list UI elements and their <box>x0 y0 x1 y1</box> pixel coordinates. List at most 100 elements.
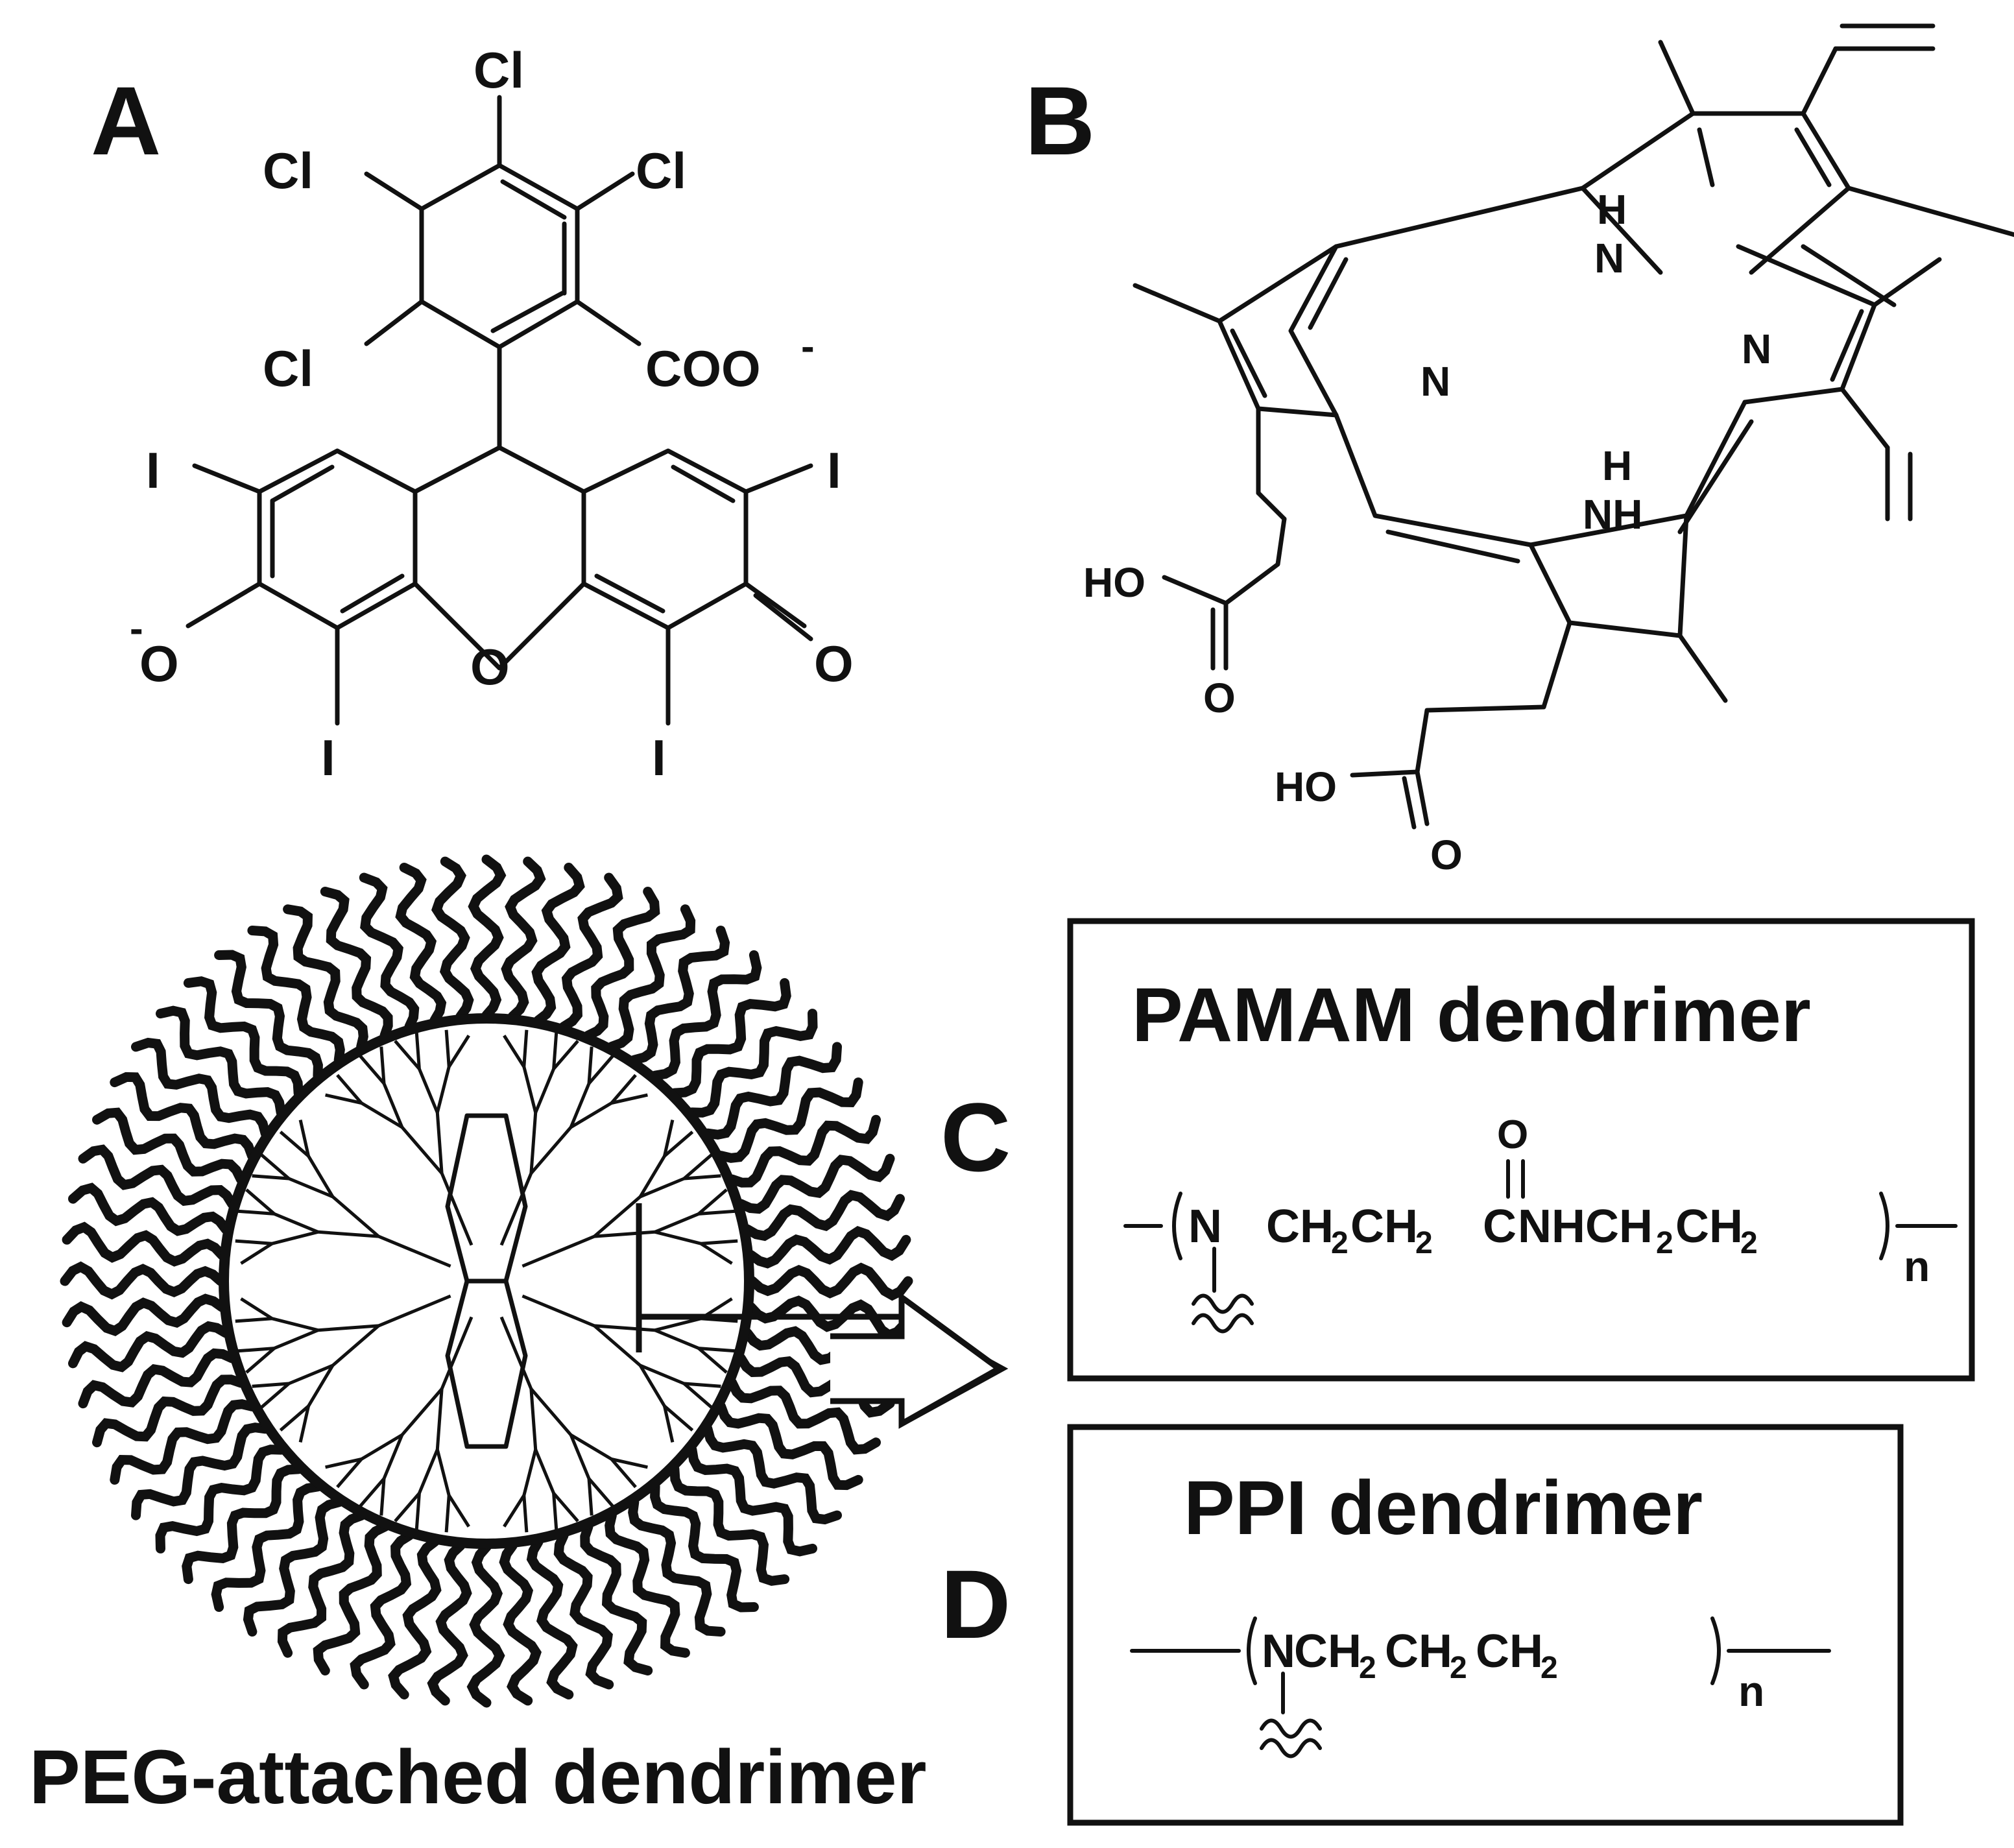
dendrimer-branch <box>358 1054 385 1085</box>
hydroxyl-label: HO <box>1275 763 1337 810</box>
peg-chain <box>92 1374 246 1448</box>
peg-chain <box>214 950 323 1081</box>
dendrimer-branch <box>382 1434 404 1480</box>
dendrimer-branch <box>435 1066 451 1113</box>
peg-chain <box>580 1522 653 1675</box>
peg-chain <box>211 1482 323 1612</box>
subscript-2: 2 <box>1331 1226 1349 1260</box>
dendrimer-branch <box>569 1083 591 1128</box>
dendrimer-branch <box>522 1449 538 1496</box>
dendrimer-branch <box>435 1112 444 1173</box>
dendrimer-branch <box>325 1458 362 1469</box>
subscript-2: 2 <box>1540 1651 1558 1685</box>
subscript-2: 2 <box>1450 1651 1467 1685</box>
peg-chain <box>605 1511 690 1658</box>
dendrimer-branch <box>235 1317 272 1323</box>
pyrrole-h-label: H <box>1602 442 1632 489</box>
dendrimer-branch <box>394 1492 421 1522</box>
chlorine-label: Cl <box>263 340 313 397</box>
dendrimer-branch <box>379 1478 386 1516</box>
peg-chain <box>68 1321 231 1373</box>
peg-chain <box>553 1530 614 1690</box>
pamam-formula-ch2-b: CH <box>1350 1201 1418 1253</box>
peg-chain <box>702 1424 842 1525</box>
peg-chain <box>110 1072 257 1161</box>
dendrimer-branch <box>552 1040 579 1070</box>
dendrimer-branch <box>418 1068 439 1114</box>
peg-chain <box>62 1221 227 1267</box>
dendrimer-branch <box>663 1131 694 1158</box>
peg-chain <box>243 1497 344 1637</box>
peg-chain <box>466 1542 505 1708</box>
subscript-2: 2 <box>1415 1226 1433 1260</box>
dendrimer-branch <box>697 1347 728 1374</box>
dendrimer-branch <box>640 1363 685 1386</box>
dendrimer-branch <box>435 1449 451 1496</box>
dendrimer-branch <box>378 1294 451 1328</box>
dendrimer-branch <box>569 1434 591 1480</box>
peg-chains <box>60 854 913 1708</box>
dendrimer-branch <box>638 1364 666 1408</box>
dendrimer-branch <box>444 1029 451 1067</box>
dendrimer-branch <box>698 1347 736 1353</box>
dendrimer-branch <box>569 1433 613 1461</box>
peg-chain <box>110 1399 257 1485</box>
dendrimer-branch <box>360 1101 403 1129</box>
panel-a: A Cl Cl Cl Cl COO - <box>91 42 854 786</box>
dendrimer-branch <box>552 1493 558 1531</box>
panel-b-atom-labels: H N N N H NH HO O HO O <box>1083 186 1771 878</box>
panel-a-xanthene-labels: I I I I - O O O <box>130 442 854 786</box>
dendrimer-branch <box>697 1188 728 1216</box>
dendrimer-branch <box>521 1294 595 1328</box>
peg-chain <box>736 1153 895 1214</box>
iodine-label: I <box>321 729 335 786</box>
dendrimer-branch <box>448 1035 470 1068</box>
dendrimer-branch <box>529 1389 538 1450</box>
hydroxyl-label: HO <box>1083 559 1145 606</box>
dendrimer-branch <box>663 1120 675 1157</box>
dendrimer-branch <box>654 1230 702 1245</box>
dendrimer-branch <box>682 1382 713 1410</box>
dendrimer-branch <box>379 1046 386 1084</box>
peg-chain <box>155 1445 286 1554</box>
carbonyl-oxygen-label: O <box>1203 675 1236 721</box>
dendrimer-branch <box>593 1195 641 1238</box>
dendrimer-branch <box>318 1324 379 1332</box>
dendrimer-branch <box>360 1433 403 1461</box>
dendrimer-branch <box>414 1493 421 1531</box>
pamam-formula-ch2-d: CH <box>1675 1201 1743 1253</box>
peg-chain <box>628 1497 726 1637</box>
ppi-formula-ch2-c: CH <box>1476 1626 1543 1677</box>
dendrimer-branch <box>499 1316 533 1390</box>
peg-chain <box>468 854 507 1020</box>
peg-chain <box>182 1464 304 1585</box>
dendrimer-branch <box>530 1387 572 1436</box>
peg-chain <box>156 1005 286 1118</box>
panel-b: B <box>1025 23 2014 878</box>
dendrimer-branch <box>394 1040 421 1070</box>
peg-chain <box>727 1378 881 1455</box>
dendrimer-branch <box>245 1188 276 1216</box>
dendrimer-branch <box>522 1495 529 1533</box>
chlorine-label: Cl <box>636 142 686 199</box>
dendrimer-branch <box>654 1328 700 1350</box>
dendrimer-branch <box>638 1155 666 1198</box>
dendrimer-branch <box>336 1458 363 1489</box>
dendrimer-branch <box>448 1494 470 1528</box>
peg-chain <box>131 1422 270 1520</box>
iodine-label: I <box>146 442 160 499</box>
peg-chain <box>431 856 474 1022</box>
peg-chain <box>131 1037 270 1138</box>
dendrimer-branch <box>382 1083 404 1128</box>
pamam-formula-ch2-a: CH <box>1266 1201 1334 1253</box>
dendrimer-branch <box>401 1387 443 1436</box>
dendrimer-branch <box>307 1364 335 1408</box>
pamam-formula-c: C <box>1483 1201 1516 1253</box>
dendrimer-branch <box>663 1404 694 1432</box>
subscript-2: 2 <box>1740 1226 1758 1260</box>
dendrimer-branch <box>587 1046 593 1084</box>
peg-chain <box>716 1401 863 1491</box>
arrow-head-icon <box>830 1291 1005 1429</box>
dendrimer-branch <box>588 1477 615 1508</box>
dendrimer-branch <box>273 1212 319 1234</box>
